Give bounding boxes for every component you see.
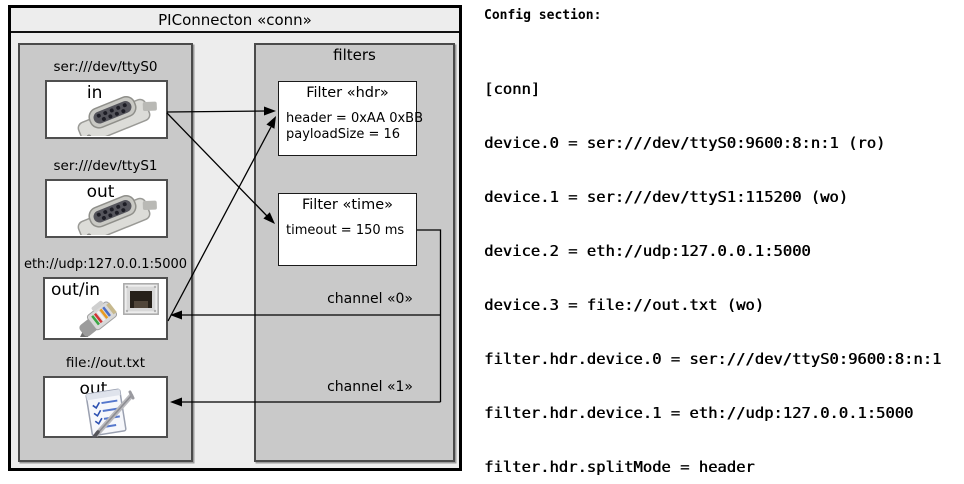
port-direction-label: out: [86, 182, 115, 202]
channel-0-label: channel «0»: [327, 291, 413, 307]
device-label-ttyS0: ser:///dev/ttyS0: [53, 59, 158, 75]
config-line: device.2 = eth://udp:127.0.0.1:5000: [484, 242, 811, 260]
filter-prop: header = 0xAA 0xBB: [286, 111, 424, 126]
filters-panel-title: filters: [333, 46, 376, 64]
port-direction-label: out/in: [51, 280, 101, 300]
notepad-pen-icon: [85, 388, 135, 438]
device-label-ttyS1: ser:///dev/ttyS1: [53, 158, 158, 174]
filter-hdr-box: Filter «hdr» header = 0xAA 0xBB payloadS…: [278, 81, 424, 156]
ethernet-plug-icon: [72, 300, 118, 337]
config-line: filter.hdr.splitMode = header: [484, 458, 755, 476]
config-line: filter.hdr.device.0 = ser:///dev/ttyS0:9…: [484, 350, 942, 368]
filter-time-title: Filter «time»: [301, 197, 394, 213]
serial-connector-icon: [77, 95, 157, 136]
frame-title: PIConnecton «conn»: [11, 8, 459, 33]
channel-1-label: channel «1»: [327, 379, 413, 395]
config-line: [conn]: [484, 80, 540, 98]
device-box-ttyS1-out: out: [45, 179, 168, 238]
filter-prop: payloadSize = 16: [286, 126, 401, 142]
filter-hdr-props: header = 0xAA 0xBB payloadSize = 16: [286, 111, 424, 142]
device-box-ttyS0-in: in: [45, 80, 168, 139]
config-line: device.1 = ser:///dev/ttyS1:115200 (wo): [484, 188, 848, 206]
device-box-file-out: out: [43, 376, 168, 438]
ethernet-port-icon: [123, 283, 159, 315]
device-label-eth: eth://udp:127.0.0.1:5000: [23, 257, 188, 272]
device-box-eth-outin: out/in: [43, 277, 168, 340]
device-label-file: file://out.txt: [65, 355, 146, 371]
config-listing: [conn] device.0 = ser:///dev/ttyS0:9600:…: [484, 44, 951, 484]
filter-hdr-title: Filter «hdr»: [306, 85, 389, 101]
config-line: device.0 = ser:///dev/ttyS0:9600:8:n:1 (…: [484, 134, 886, 152]
config-line: device.3 = file://out.txt (wo): [484, 296, 764, 314]
port-direction-label: in: [86, 83, 103, 103]
config-line: filter.hdr.device.1 = eth://udp:127.0.0.…: [484, 404, 914, 422]
filter-prop: timeout = 150 ms: [286, 223, 405, 238]
filter-time-box: Filter «time» timeout = 150 ms: [278, 193, 417, 266]
filter-time-props: timeout = 150 ms: [286, 223, 414, 239]
config-section-heading: Config section:: [484, 8, 602, 23]
serial-connector-icon: [77, 194, 157, 235]
